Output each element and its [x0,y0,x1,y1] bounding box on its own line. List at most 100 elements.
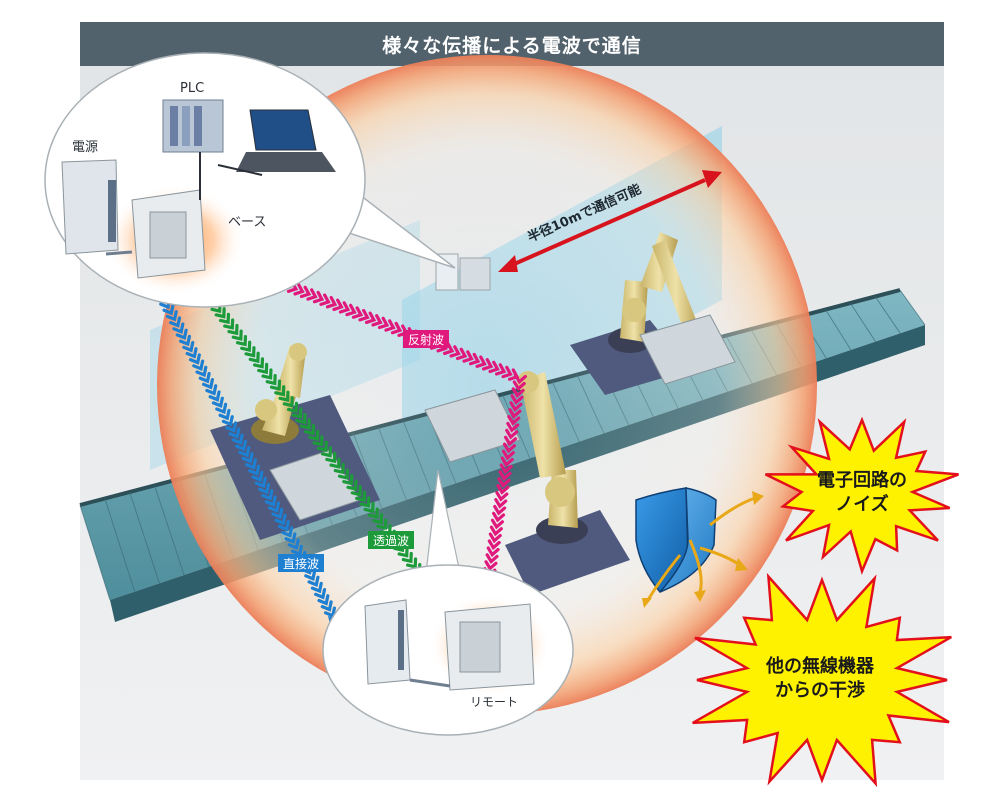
wave-chevron [498,470,512,482]
direct-label: 直接波 [278,554,324,572]
wave-chevron [228,427,241,439]
wave-chevron [267,501,280,513]
wave-chevron [499,463,513,475]
base-device [131,189,206,279]
belt-slat [899,289,926,326]
noise-text-line1: 電子回路の [817,469,907,491]
wave-chevron [507,414,521,426]
wave-chevron [261,368,273,380]
wave-chevron [291,407,303,419]
wave-chevron [265,373,277,386]
wave-chevron [351,306,364,319]
belt-slat [129,491,160,584]
wave-chevron [345,303,357,317]
wave-chevron [329,457,341,469]
wave-chevron [488,532,502,544]
wave-chevron [314,587,327,600]
wave-chevron [299,285,312,299]
work-cart-center [424,389,521,463]
wave-chevron [257,362,269,375]
wave-chevron [169,316,182,328]
wave-chevron [487,539,501,551]
wave-chevron [475,355,487,368]
wave-chevron [287,538,300,551]
work-cart-right [639,314,736,385]
base-callout [44,52,456,308]
range-arrow [498,170,722,272]
interference-text-line2: からの干渉 [775,680,865,701]
wave-chevron [355,490,367,503]
wave-chevron [390,321,403,335]
wave-chevron [303,423,316,436]
wave-chevron [172,322,185,334]
wave-chevron [494,363,507,376]
wave-chevron [337,468,350,480]
wave-chevron [364,311,377,325]
wave-chevron [493,504,507,516]
belt-slat [104,498,136,592]
wave-chevron [162,303,175,316]
wave-chevron [299,418,311,430]
reflected-label-text: 反射波 [408,332,444,347]
wave-chevron [384,319,396,332]
wave-chevron [468,352,481,366]
wave-chevron [333,462,345,475]
wave-chevron [244,458,257,470]
wave-chevron [455,347,468,361]
wave-chevron [248,351,260,364]
wave-chevron [214,307,226,319]
wave-chevron [508,408,522,419]
wave-chevron [278,390,290,402]
wave-chevron [486,546,500,558]
wave-chevron [195,365,208,378]
wave-chevron [215,402,228,415]
wave-chevron [282,396,294,408]
wave-chevron [484,560,498,571]
wave-chevron [235,334,248,347]
wave-chevron [221,415,234,427]
wave-chevron [258,482,271,495]
belt-slat [874,296,901,334]
wave-chevron [231,433,244,446]
page-title: 様々な伝播による電波で通信 [382,34,642,57]
shield-icon [635,487,717,593]
transmitted-label-text: 透過波 [373,534,409,548]
wave-chevron [376,518,388,530]
power-supply-device [61,159,119,255]
wave-chevron [371,314,383,327]
wave-chevron [442,342,455,356]
wave-chevron [377,316,390,330]
wave-chevron [231,329,243,341]
wave-chevron [227,323,239,336]
wave-chevron [254,476,267,489]
wave-chevron [512,380,526,392]
wave-chevron [234,439,247,452]
wave-chevron [363,501,375,514]
wave-chevron [506,421,520,433]
wave-chevron [317,594,330,606]
wave-chevron [205,384,218,396]
wave-chevron [223,318,235,330]
wave-chevron [251,470,264,483]
belt-slat [825,309,852,351]
remote-power-supply [364,599,411,685]
wave-chevron [293,283,305,296]
wave-chevron [488,360,500,374]
wave-chevron [501,449,515,461]
wave-chevron [320,446,333,458]
wave-chevron [367,507,379,519]
wave-chevron [165,310,178,322]
wave-chevron [281,526,294,538]
wave-chevron [320,600,333,612]
wave-chevron [485,553,499,565]
wave-chevron [502,442,517,454]
wave-chevron [274,513,287,526]
wave-chevron [513,373,527,385]
wave-chevron [358,308,370,322]
robot-arm-center [517,371,588,544]
robot-pad-center [505,510,630,595]
base-label: ベース [228,215,266,230]
wave-chevron [505,428,519,440]
wave-chevron [218,312,231,325]
wave-chevron [277,520,290,532]
